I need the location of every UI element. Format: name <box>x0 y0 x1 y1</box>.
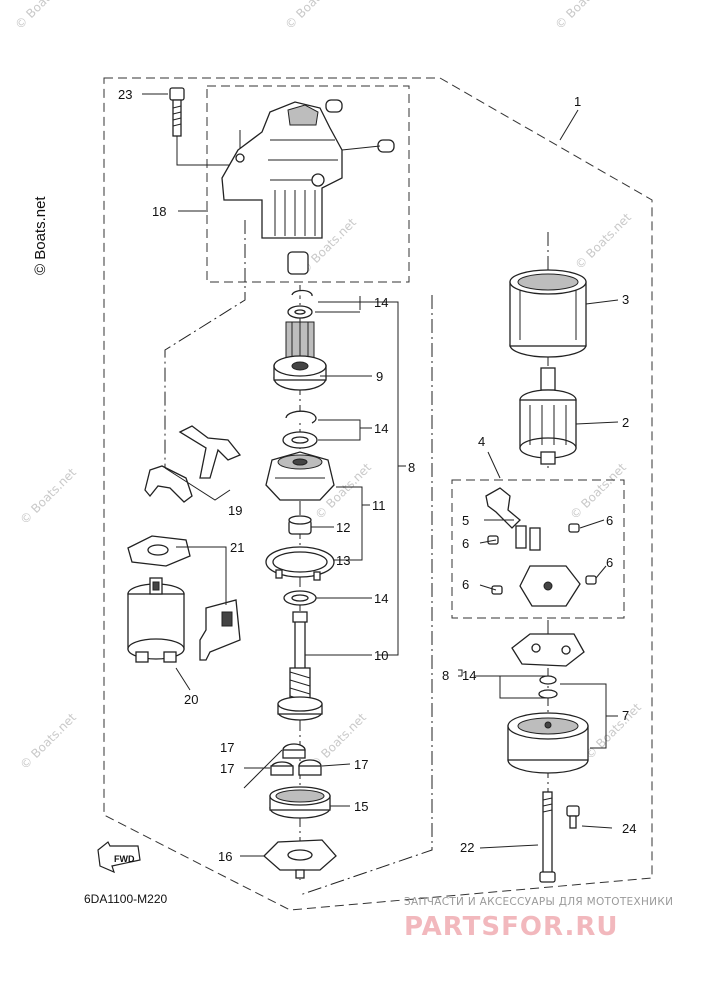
callout-14d: 14 <box>462 668 476 683</box>
promo-logo: PARTSFOR.RU <box>404 912 618 942</box>
leader-lines <box>142 93 619 857</box>
spacer-12 <box>288 515 312 535</box>
motor-cover-18 <box>221 99 395 275</box>
callout-19: 19 <box>228 503 242 518</box>
plate-and-washer-right <box>511 633 585 699</box>
callout-6d: 6 <box>462 577 469 592</box>
watermark: © Boats.net <box>582 700 644 762</box>
callout-14c: 14 <box>374 591 388 606</box>
solenoid-20 <box>127 577 185 663</box>
callout-13: 13 <box>336 553 350 568</box>
callout-21: 21 <box>230 540 244 555</box>
callout-11: 11 <box>372 498 386 513</box>
watermark: © Boats.net <box>17 710 79 772</box>
pinion-9 <box>273 321 327 391</box>
clutch-housing-11 <box>265 451 335 501</box>
callout-17b: 17 <box>220 761 234 776</box>
brush-holder-group-outline <box>451 479 625 619</box>
circlip-14-mid <box>282 410 318 449</box>
copyright-vertical: © Boats.net <box>32 196 49 275</box>
assembly-outline <box>103 77 653 911</box>
plate-16 <box>263 839 337 879</box>
diagram-code: 6DA1100-M220 <box>84 892 167 906</box>
watermark: © Boats.net <box>17 465 79 527</box>
callout-1: 1 <box>574 94 581 109</box>
internal-gear-15 <box>269 786 331 819</box>
watermark: © Boats.net <box>282 0 344 32</box>
callout-17c: 17 <box>354 757 368 772</box>
promo-tagline: ЗАПЧАСТИ И АКСЕССУАРЫ ДЛЯ МОТОТЕХНИКИ <box>404 896 673 908</box>
callout-2: 2 <box>622 415 629 430</box>
callout-15: 15 <box>354 799 368 814</box>
callout-4: 4 <box>478 434 485 449</box>
callout-6a: 6 <box>606 513 613 528</box>
watermark: © Boats.net <box>567 460 629 522</box>
callout-8b: 8 <box>442 668 449 683</box>
yoke-3 <box>509 269 587 358</box>
callout-18: 18 <box>152 204 166 219</box>
callout-7: 7 <box>622 708 629 723</box>
callout-12: 12 <box>336 520 350 535</box>
callout-23: 23 <box>118 87 132 102</box>
shaft-10 <box>277 611 323 721</box>
end-bracket-7 <box>507 712 589 774</box>
watermark: © Boats.net <box>552 0 614 32</box>
callouts: 23 1 18 14 3 9 2 14 4 8 11 19 5 6 12 6 2… <box>118 87 636 864</box>
brush-holder-4 <box>485 487 597 607</box>
callout-14b: 14 <box>374 421 388 436</box>
through-bolt-22 <box>539 791 556 883</box>
callout-6c: 6 <box>606 555 613 570</box>
callout-10: 10 <box>374 648 388 663</box>
motor-cover-group-outline <box>206 85 410 283</box>
fwd-arrow-icon: FWD <box>97 841 141 874</box>
screw-24 <box>566 805 580 829</box>
callout-20: 20 <box>184 692 198 707</box>
planet-gears-17 <box>270 743 322 776</box>
watermark: © Boats.net <box>12 0 74 32</box>
washer-14-lower <box>283 590 317 606</box>
gasket-21 <box>127 535 241 661</box>
callout-3: 3 <box>622 292 629 307</box>
callout-5: 5 <box>462 513 469 528</box>
callout-9: 9 <box>376 369 383 384</box>
callout-8a: 8 <box>408 460 415 475</box>
callout-17a: 17 <box>220 740 234 755</box>
fwd-label: FWD <box>114 854 135 864</box>
callout-14a: 14 <box>374 295 388 310</box>
callout-16: 16 <box>218 849 232 864</box>
circlip-14-top <box>287 289 313 319</box>
watermark: © Boats.net <box>572 210 634 272</box>
callout-6b: 6 <box>462 536 469 551</box>
callout-24: 24 <box>622 821 636 836</box>
armature-2 <box>519 367 577 465</box>
ring-13 <box>265 546 335 581</box>
callout-22: 22 <box>460 840 474 855</box>
bolt-23 <box>169 87 241 166</box>
alignment-lines <box>164 220 549 896</box>
lever-19 <box>144 425 242 503</box>
